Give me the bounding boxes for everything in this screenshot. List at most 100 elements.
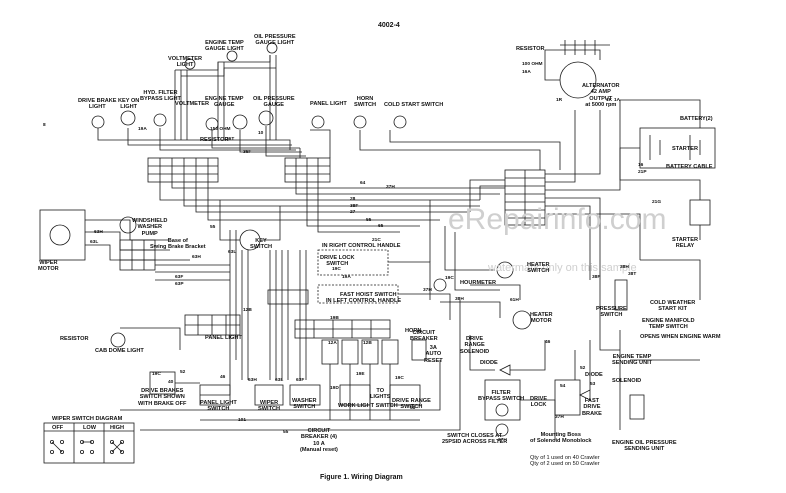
heater-switch-label: HEATER SWITCH [527,262,550,275]
alternator-label: ALTERNATOR 42 AMP OUTPUT at 5000 rpm [582,83,620,109]
wire-label: 58 [410,406,416,411]
filter-bypass-switch-label: FILTER BYPASS SWITCH [478,390,525,403]
figure-caption: Figure 1. Wiring Diagram [320,474,403,481]
circuit-breaker-4-label: CIRCUIT BREAKER (4) 10 A (Manual reset) [300,428,338,454]
wiper-switch-label: WIPER SWITCH [258,400,281,413]
mounting-boss-label: Mounting Boss of Solenoid Monoblock [530,432,592,445]
drive-brake-light-label: DRIVE BRAKE LIGHT [78,98,117,111]
wire-label: 8 [43,123,46,128]
wire-label: 52 [180,370,186,375]
pressure-switch-label: PRESSURE SWITCH [596,306,627,319]
wire-label: 19E [356,372,365,377]
wire-label: 63L [228,250,237,255]
wiper-low-label: LOW [83,425,97,431]
wire-label: 38F [592,275,601,280]
wire-label: 54 [560,384,566,389]
wire-label: 63H [248,378,257,383]
diode-right-label: DIODE [585,372,603,378]
wire-label: 12B [243,308,252,313]
right-control-handle-label: IN RIGHT CONTROL HANDLE [322,243,401,249]
panel-light-switch-label: PANEL LIGHT SWITCH [200,400,237,413]
left-control-handle-label: IN LEFT CONTROL HANDLE [326,298,402,304]
wire-label: 19B [330,316,339,321]
cab-dome-light-label: CAB DOME LIGHT [95,348,144,354]
wire-label: 46 [545,340,551,345]
opens-when-engine-warm-label: OPENS WHEN ENGINE WARM [640,334,721,340]
watermark-sub: watermark only on this sample [488,262,637,274]
wire-label: 101 [238,418,247,423]
wire-label: 40 [168,380,174,385]
wire-label: 63F [296,378,305,383]
drive-range-switch-label: DRIVE RANGE SWITCH [392,398,431,411]
wire-label: 10 [258,131,264,136]
wire-label: 63L [90,240,99,245]
wire-label: 61H [510,298,519,303]
wire-label: 1A [614,98,621,103]
wire-label: 37H [555,415,564,420]
wire-label: 38H [455,297,464,302]
windshield-washer-pump-label: WINDSHIELD WASHER PUMP [132,218,168,237]
wire-label: 1K [606,98,613,103]
wire-label: 63H [94,230,103,235]
battery-cable-label: BATTERY CABLE [666,164,713,170]
drive-lock-switch-label: DRIVE LOCK SWITCH [320,255,355,268]
wire-label: 21P [638,170,647,175]
wire-label: 12B [363,341,372,346]
wire-label: 19C [445,276,454,281]
wire-label: 55 [210,225,216,230]
wire-label: 27 [350,210,356,215]
wire-label: 19C [152,372,161,377]
wire-label: 27H [498,438,507,443]
wire-label: 37H [386,185,395,190]
wire-label: 16 [638,163,644,168]
wire-label: 38F [350,204,359,209]
wire-label: 64 [360,181,366,186]
work-light-switch-label: WORK LIGHT SWITCH [338,403,398,409]
horn-switch-label: HORN SWITCH [354,96,377,109]
wire-label: 16A [522,70,531,75]
wiper-motor-label: WIPER MOTOR [38,260,59,273]
wire-label: 55 [366,218,372,223]
wire-label: 53 [590,382,596,387]
wire-label: 28 [350,197,356,202]
key-on-light-label: KEY ON LIGHT [118,98,140,111]
engine-oil-pressure-sending-unit-label: ENGINE OIL PRESSURE SENDING UNIT [612,440,677,453]
wire-label: 150 OHM [210,127,231,132]
wire-label: 52 [580,366,586,371]
oil-pressure-gauge-light-label: OIL PRESSURE GAUGE LIGHT [254,34,296,47]
wire-label: 21G [652,200,662,205]
wire-label: 63H [192,255,201,260]
diode-mid-label: DIODE [480,360,498,366]
washer-switch-label: WASHER SWITCH [292,398,317,411]
wire-label: 19A [342,275,351,280]
fast-drive-brake-label: FAST DRIVE BRAKE [582,398,602,417]
resistor-alt-label: RESISTOR [516,46,545,52]
panel-light-mid-label: PANEL LIGHT [205,335,242,341]
auto-reset-label: 3A AUTO RESET [424,345,443,364]
wire-label: 19D [330,386,339,391]
wiper-high-label: HIGH [110,425,124,431]
circuit-breaker-3a-label: CIRCUIT BREAKER [410,330,438,343]
wire-label: 21C [372,238,381,243]
battery-label: BATTERY(2) [680,116,713,122]
solenoid-label: SOLENOID [612,378,642,384]
wire-label: 65 [378,224,384,229]
hyd-filter-bypass-light-label: HYD. FILTER BYPASS LIGHT [140,90,181,103]
voltmeter-light-label: VOLTMETER LIGHT [168,56,203,69]
starter-relay-label: STARTER RELAY [672,237,698,250]
wiper-off-label: OFF [52,425,64,431]
wire-label: 38T [628,272,637,277]
hourmeter-label: HOURMETER [460,280,497,286]
wire-label: 55 [283,430,289,435]
wire-label: 36F [243,150,252,155]
engine-temp-sending-unit-label: ENGINE TEMP SENDING UNIT [612,354,653,367]
engine-temp-gauge-label: ENGINE TEMP GAUGE [205,96,244,109]
engine-manifold-temp-switch-label: ENGINE MANIFOLD TEMP SWITCH [642,318,695,331]
fast-hoist-switch-label: FAST HOIST SWITCH [340,292,397,298]
wire-label: 37H [423,288,432,293]
wire-label: 63P [175,282,184,287]
resistor-left-label: RESISTOR [60,336,89,342]
swing-brake-bracket-label: Base of Swing Brake Bracket [150,238,206,251]
cold-weather-start-kit-label: COLD WEATHER START KIT [650,300,696,313]
